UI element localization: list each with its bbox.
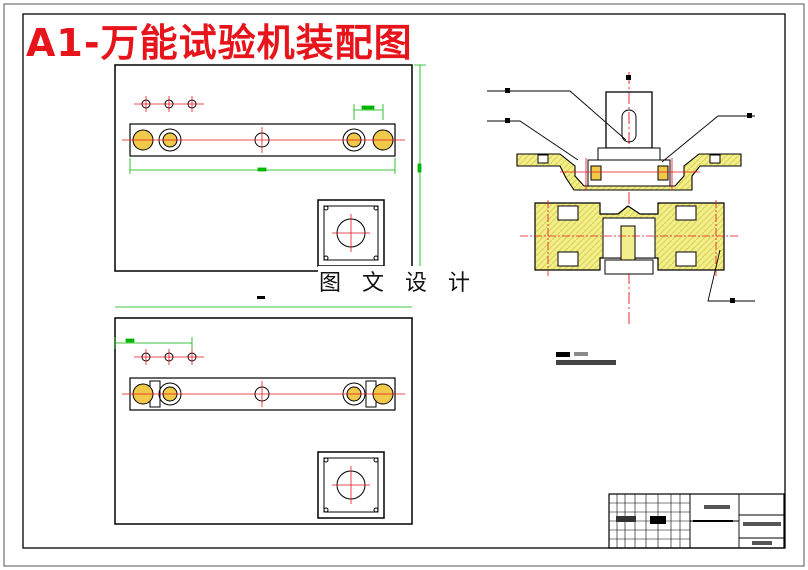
- small-holes-row: [134, 96, 204, 112]
- bar-holes-2: [122, 380, 405, 408]
- watermark-text: 图 文 设 计: [318, 266, 478, 302]
- upper-clamp: [516, 153, 742, 191]
- item-number-tags: [505, 88, 752, 303]
- center-housing: [587, 159, 671, 187]
- fixture-block-2: [317, 451, 385, 519]
- item-number-mark: [626, 75, 631, 80]
- shaft-slot: [621, 109, 637, 143]
- bottom-plan-view: [114, 296, 413, 525]
- dimension-lines-2: [114, 337, 193, 349]
- top-plan-view: [114, 64, 426, 272]
- inner-sheet-frame: [22, 13, 786, 549]
- base-plate-outline: [114, 64, 413, 272]
- section-legend: [556, 352, 616, 365]
- base-plate-outline-2: [114, 317, 413, 525]
- bar-holes: [122, 127, 405, 153]
- dimension-lines: [129, 64, 426, 271]
- leader-lines: [487, 90, 755, 302]
- bolt-heads: [537, 154, 721, 181]
- outer-sheet-border: [3, 3, 805, 567]
- fixture-block: [317, 199, 385, 267]
- small-holes-row-2: [134, 349, 204, 365]
- drawing-title: A1-万能试验机装配图: [26, 21, 413, 65]
- section-view: [487, 72, 755, 365]
- title-block: [608, 493, 785, 549]
- scale-mark: [257, 296, 265, 299]
